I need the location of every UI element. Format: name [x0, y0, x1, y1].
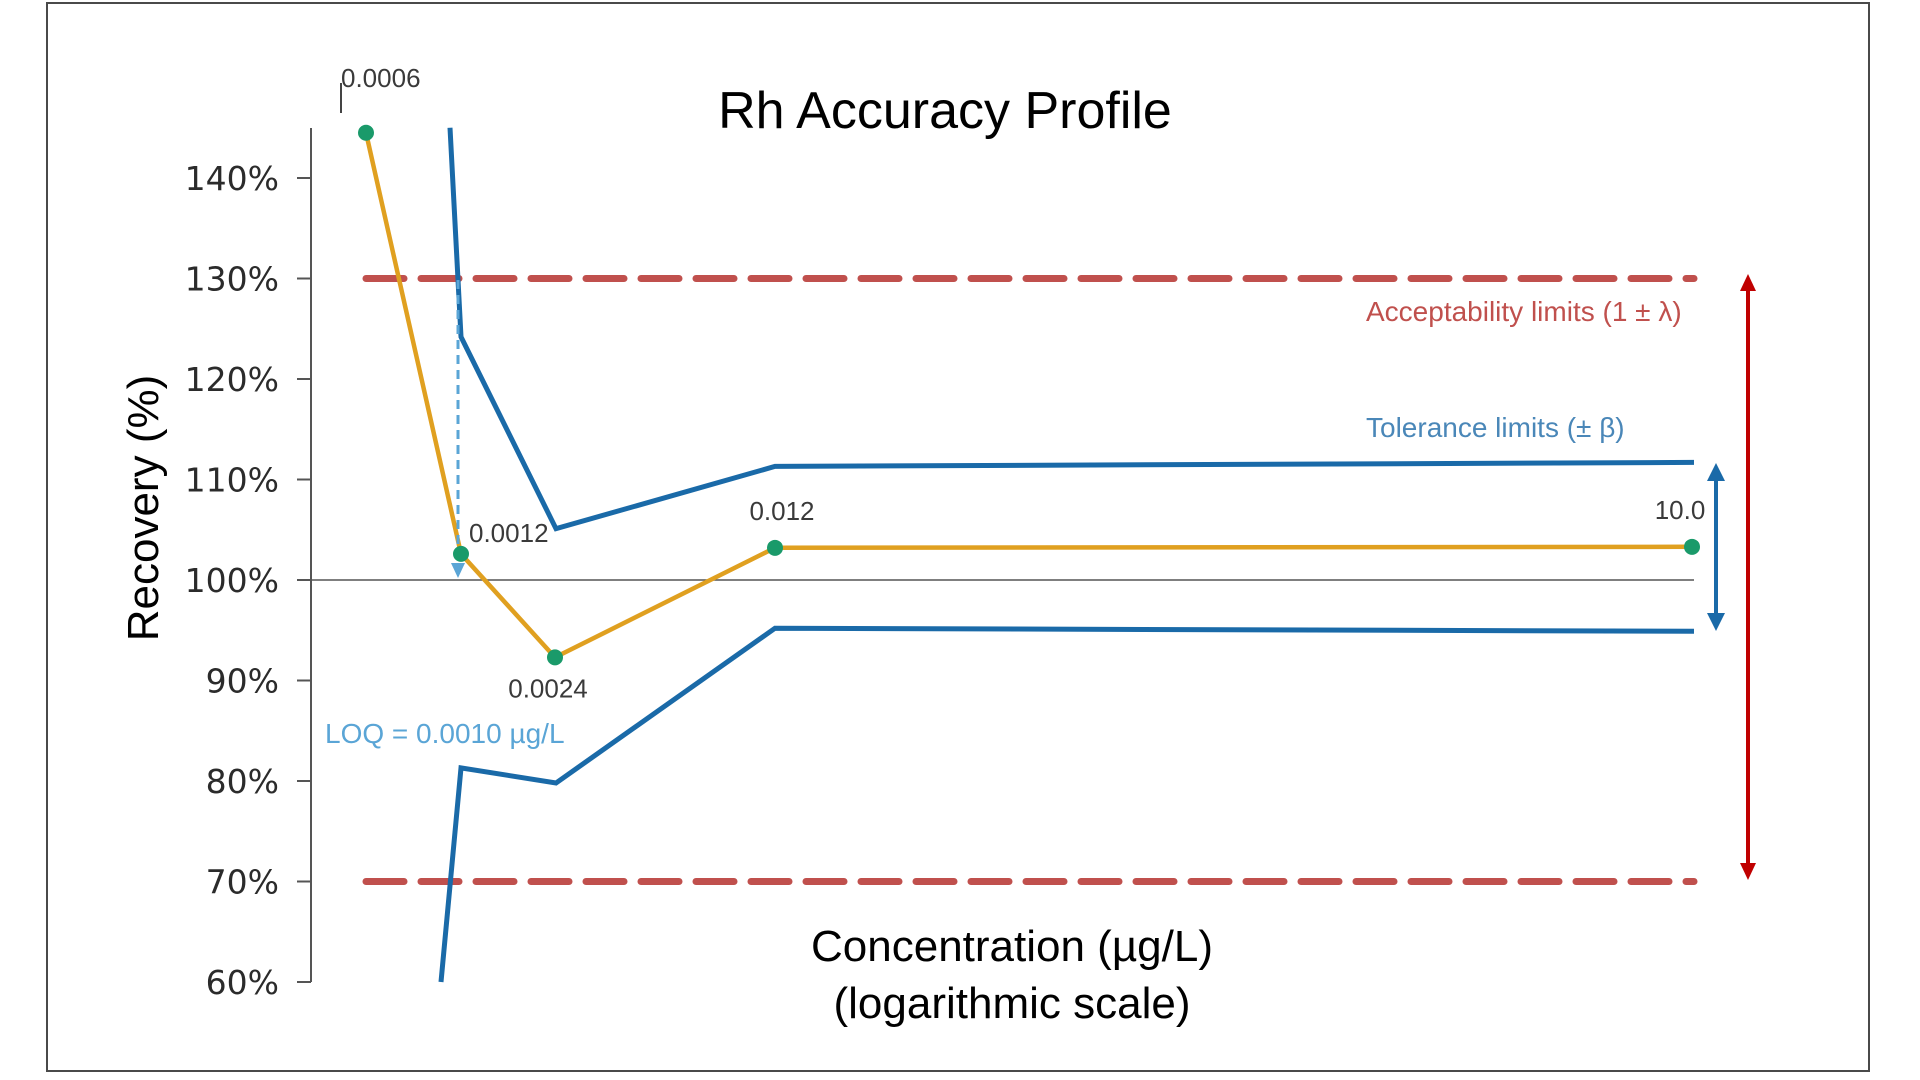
point-labels: 0.0006 0.0012 0.0024 0.012 10.0: [341, 63, 1705, 704]
data-point-marker: [453, 545, 469, 562]
x-axis-subtitle: (logarithmic scale): [834, 979, 1191, 1028]
data-point-marker: [358, 124, 374, 141]
y-tick-label: 130%: [185, 260, 279, 299]
mean-recovery-line: [363, 132, 1693, 661]
y-tick-label: 70%: [206, 863, 279, 902]
tolerance-limits-label: Tolerance limits (± β): [1366, 412, 1625, 443]
acceptability-range-arrow-icon: [1740, 274, 1756, 880]
data-markers: [358, 124, 1700, 666]
y-axis-title: Recovery (%): [119, 375, 168, 642]
tolerance-range-arrow-icon: [1707, 463, 1725, 631]
acceptability-limits-label: Acceptability limits (1 ± λ): [1366, 296, 1682, 327]
lower-tolerance-line: [438, 625, 1695, 983]
data-point-marker: [547, 649, 563, 666]
y-tick-label: 90%: [206, 662, 279, 701]
data-point-label: 0.0006: [341, 63, 421, 93]
y-tick-label: 140%: [185, 159, 279, 198]
data-point-label: 0.012: [749, 496, 814, 526]
data-point-marker: [1684, 538, 1700, 555]
loq-arrow: [451, 280, 465, 578]
data-point-label: 0.0024: [508, 673, 588, 703]
y-tick-label: 120%: [185, 360, 279, 399]
loq-label: LOQ = 0.0010 µg/L: [325, 718, 565, 749]
chart-title: Rh Accuracy Profile: [718, 82, 1172, 140]
chart-frame: [46, 2, 1870, 1072]
data-point-label: 0.0012: [469, 518, 549, 548]
data-point-label: 10.0: [1655, 495, 1706, 525]
y-tick-label: 60%: [206, 963, 279, 1002]
y-tick-label: 80%: [206, 762, 279, 801]
y-tick-label: 100%: [185, 561, 279, 600]
y-axis-ticks: 60% 70% 80% 90% 100% 110% 120% 130% 140%: [185, 159, 311, 1002]
data-point-marker: [767, 539, 783, 556]
upper-tolerance-line: [447, 127, 1695, 532]
series-layer: [362, 127, 1698, 983]
x-axis-title: Concentration (µg/L): [811, 922, 1213, 971]
y-tick-label: 110%: [185, 461, 279, 500]
